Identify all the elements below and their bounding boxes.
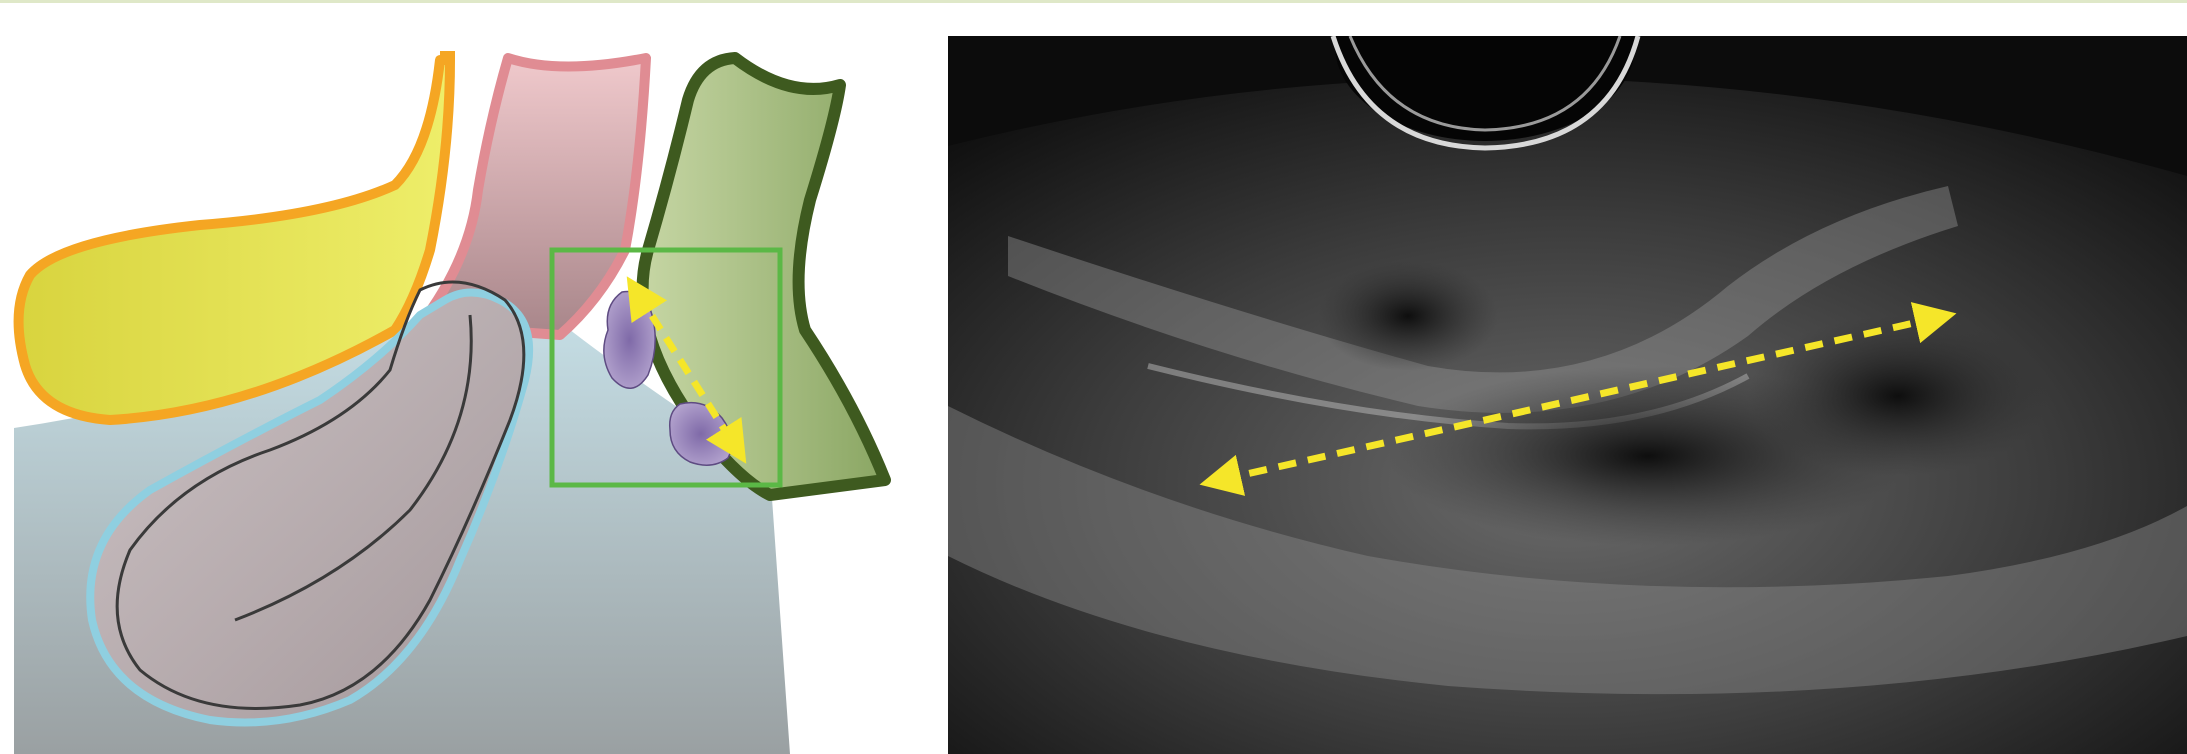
schematic-svg xyxy=(0,0,930,754)
ultrasound-panel xyxy=(948,36,2187,754)
hypoechoic-region-upper xyxy=(1318,261,1498,371)
schematic-panel xyxy=(0,0,930,754)
ultrasound-svg xyxy=(948,36,2187,754)
hypoechoic-region-right xyxy=(1748,316,2048,476)
